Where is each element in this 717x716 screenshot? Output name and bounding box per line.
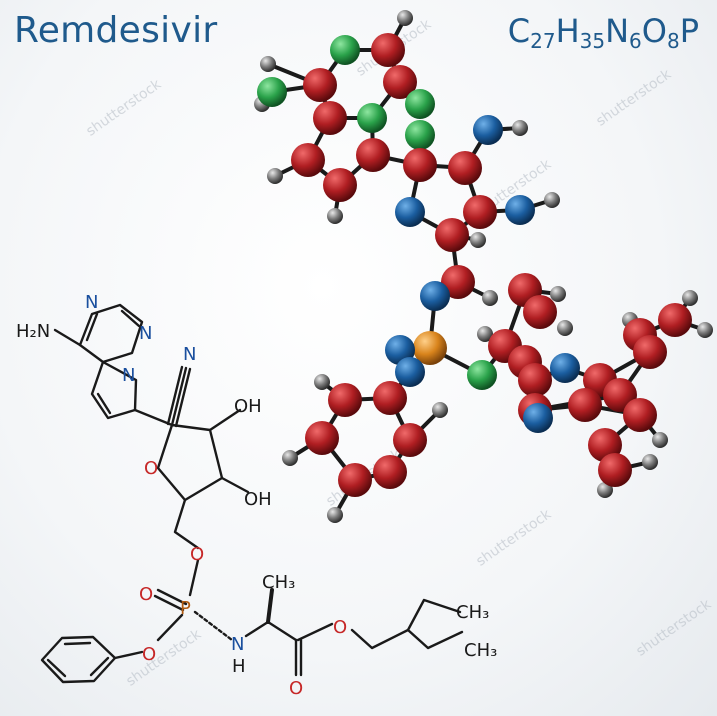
hydrogen-atom	[314, 374, 330, 390]
nitrile-nitrogen-label: N	[183, 344, 196, 365]
carbon-atom	[568, 388, 602, 422]
ester-oxygen-label: O	[333, 617, 347, 638]
oxygen-atom	[467, 360, 497, 390]
phosphorus-label: P	[180, 598, 191, 619]
hydrogen-atom	[260, 56, 276, 72]
nitrogen-atom	[523, 403, 553, 433]
ball-and-stick-model	[254, 10, 713, 523]
carbon-atom	[523, 295, 557, 329]
oxygen-atom	[330, 35, 360, 65]
carbon-atom	[356, 138, 390, 172]
nitrogen-atom	[473, 115, 503, 145]
skeletal-structure	[40, 303, 464, 684]
carbon-atom	[291, 143, 325, 177]
hydrogen-atom	[597, 482, 613, 498]
carbon-atom	[305, 421, 339, 455]
hydrogen-atom	[682, 290, 698, 306]
carbon-atom	[323, 168, 357, 202]
carbon-atom	[435, 218, 469, 252]
carbon-atom	[383, 65, 417, 99]
carbon-atom	[441, 265, 475, 299]
carbon-atom	[403, 148, 437, 182]
carbon-atom	[371, 33, 405, 67]
carbon-atom	[373, 381, 407, 415]
nitrogen-atom	[395, 357, 425, 387]
hydrogen-atom	[512, 120, 528, 136]
methyl-label: CH₃	[456, 602, 489, 623]
hydrogen-atom	[432, 402, 448, 418]
carbon-atom	[658, 303, 692, 337]
amide-hydrogen-label: H	[232, 656, 246, 677]
molecular-formula: C27H35N6O8P	[507, 12, 699, 53]
carbon-atom	[393, 423, 427, 457]
methyl-label: CH₃	[464, 640, 497, 661]
hydrogen-atom	[544, 192, 560, 208]
hydrogen-atom	[477, 326, 493, 342]
amino-label: H₂N	[16, 321, 50, 342]
hydrogen-atom	[652, 432, 668, 448]
hydroxyl-label: OH	[234, 396, 262, 417]
nitrogen-atom	[420, 281, 450, 311]
hydrogen-atom	[282, 450, 298, 466]
ring-nitrogen-label: N	[139, 323, 152, 344]
carbon-atom	[303, 68, 337, 102]
nitrogen-atom	[395, 197, 425, 227]
ring-nitrogen-label: N	[85, 292, 98, 313]
phosphoryl-oxygen-label: O	[139, 584, 153, 605]
oxygen-atom	[257, 77, 287, 107]
carbon-atom	[518, 363, 552, 397]
carbon-atom	[598, 453, 632, 487]
hydroxyl-label: OH	[244, 489, 272, 510]
carbon-atom	[448, 151, 482, 185]
hydrogen-atom	[642, 454, 658, 470]
carbon-atom	[623, 398, 657, 432]
hydrogen-atom	[697, 322, 713, 338]
phosphorus-atom	[413, 331, 447, 365]
hydrogen-atom	[557, 320, 573, 336]
amide-nitrogen-label: N	[231, 634, 244, 655]
hydrogen-atom	[470, 232, 486, 248]
nitrogen-atom	[505, 195, 535, 225]
nitrogen-atom	[550, 353, 580, 383]
phenoxy-oxygen-label: O	[142, 644, 156, 665]
hydrogen-atom	[267, 168, 283, 184]
hydrogen-atom	[327, 208, 343, 224]
ester-oxygen-label: O	[190, 544, 204, 565]
hydrogen-atom	[327, 507, 343, 523]
methyl-label: CH₃	[262, 572, 295, 593]
hydrogen-atom	[482, 290, 498, 306]
ring-nitrogen-label: N	[122, 365, 135, 386]
carbon-atom	[328, 383, 362, 417]
carbon-atom	[338, 463, 372, 497]
carbon-atom	[313, 101, 347, 135]
oxygen-atom	[405, 89, 435, 119]
carbon-atom	[373, 455, 407, 489]
carbon-atom	[463, 195, 497, 229]
molecule-name: Remdesivir	[14, 10, 218, 51]
oxygen-atom	[357, 103, 387, 133]
hydrogen-atom	[397, 10, 413, 26]
carbonyl-oxygen-label: O	[289, 678, 303, 699]
carbon-atom	[633, 335, 667, 369]
oxygen-atom	[405, 120, 435, 150]
ring-oxygen-label: O	[144, 458, 158, 479]
hydrogen-atom	[550, 286, 566, 302]
